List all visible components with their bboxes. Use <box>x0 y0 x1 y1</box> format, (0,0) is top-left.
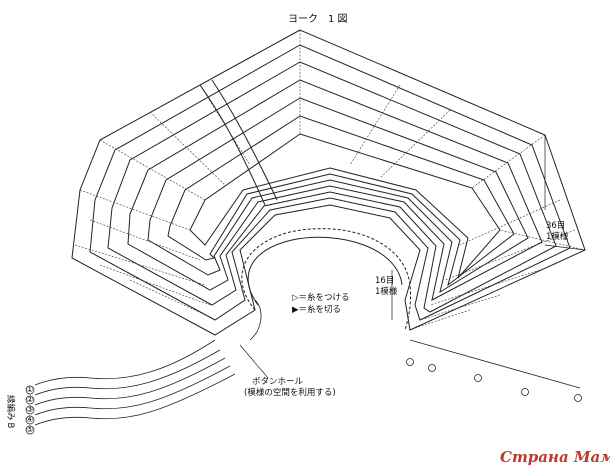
rows-16-sub: 1模様 <box>375 286 398 297</box>
rows-36-sub: 1模様 <box>546 231 569 242</box>
right-edge-markers <box>406 339 582 402</box>
edge-number-5: ⑤ <box>26 425 34 435</box>
buttonhole-note: (模様の空間を利用する) <box>244 387 336 398</box>
rows-36-label: 36目 <box>546 221 565 231</box>
yoke-outline <box>71 29 586 336</box>
watermark: Страна Мам <box>500 448 610 466</box>
edge-number-3: ③ <box>26 405 34 415</box>
leader-lines <box>239 135 586 379</box>
front-opening-band <box>199 79 278 206</box>
diagram-title: ヨーク 1 図 <box>288 13 348 25</box>
edge-number-4: ④ <box>26 415 34 425</box>
rows-16-label: 16目 <box>375 276 394 286</box>
left-edge-label: 縁編みB <box>5 395 16 429</box>
edge-number-1: ① <box>26 385 34 395</box>
left-edge-numbers <box>25 385 35 435</box>
neck-opening <box>241 228 411 331</box>
legend-attach: ▷＝糸をつける <box>292 292 350 303</box>
edging-rows <box>34 299 262 426</box>
legend-cut: ▶＝糸を切る <box>292 304 341 315</box>
buttonhole-label: ボタンホール <box>252 377 304 387</box>
edge-number-2: ② <box>26 395 34 405</box>
